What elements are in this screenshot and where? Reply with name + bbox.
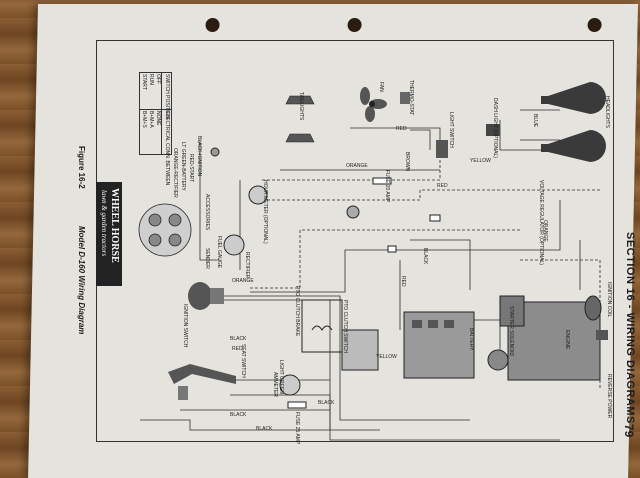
label-hour-meter: HOUR METER (OPTIONAL) xyxy=(262,180,268,244)
label-fuse-20: FUSE 20 AMP xyxy=(384,170,390,203)
ignition-switch-icon xyxy=(188,282,224,310)
wire-label-black: BLACK xyxy=(422,248,428,265)
label-starter-solenoid: STARTER SOLENOID xyxy=(508,306,514,357)
wire-label-black: BLACK xyxy=(318,400,335,406)
wire-label-red: RED xyxy=(396,126,407,132)
wire-label-black: BLACK xyxy=(230,336,247,342)
hour-meter-icon xyxy=(248,185,268,205)
label-ignition-coil: IGNITION COIL xyxy=(606,282,612,318)
label-pto-brake: PTO CLUTCH BRAKE xyxy=(294,286,300,337)
sender-icon xyxy=(346,205,360,219)
label-sender: SENDER xyxy=(204,248,210,269)
wire-label-orange: ORANGE xyxy=(346,163,368,169)
terminal-lt-green-battery: LT GREEN-BATTERY xyxy=(180,142,186,191)
label-fuel-gauge: FUEL GAUGE xyxy=(216,236,222,269)
wire-label-yellow: YELLOW xyxy=(470,158,491,164)
label-dash-light: DASH LIGHT (OPTIONAL) xyxy=(492,98,498,158)
wire-label-orange: ORANGE xyxy=(232,278,254,284)
fuse-20amp-icon xyxy=(372,177,392,185)
ignition-coil-icon xyxy=(584,295,602,321)
terminal-red-start: RED-START xyxy=(188,154,194,183)
pto-switch-icon xyxy=(341,329,379,371)
connector-icon xyxy=(429,214,441,222)
label-reverse-power: REVERSE POWER xyxy=(606,374,612,419)
label-taillights: TAILLIGHTS xyxy=(298,92,304,121)
wire-label-orange: ORANGE xyxy=(542,220,548,242)
fuel-gauge-icon xyxy=(223,234,245,256)
starter-solenoid-icon xyxy=(487,349,509,371)
wire-label-red: RED xyxy=(437,183,448,189)
brand-logo xyxy=(96,182,122,286)
label-pto-switch: PTO CLUTCH SWITCH xyxy=(342,300,348,353)
pto-clutch-box xyxy=(301,299,343,353)
fan-icon xyxy=(360,87,387,122)
label-ignition-switch: IGNITION SWITCH xyxy=(182,304,188,348)
label-light-switch: LIGHT SWITCH xyxy=(448,112,454,148)
label-thermostat: THERMO-STAT xyxy=(408,80,414,116)
label-accessories: ACCESSORIES xyxy=(204,194,210,231)
connector-icon xyxy=(387,245,397,253)
terminal-black-ignition: BLACK-IGNITION xyxy=(196,136,202,177)
label-engine: ENGINE xyxy=(564,330,570,350)
wire-label-black: BLACK xyxy=(256,426,273,432)
wire-label-red: RED xyxy=(400,276,406,287)
seat-plunger-icon xyxy=(178,386,188,400)
wire-label-yellow: YELLOW xyxy=(376,354,397,360)
label-headlights: HEADLIGHTS xyxy=(604,96,610,128)
pto-clutch-coil-icon xyxy=(311,325,333,331)
ignition-switch-detail xyxy=(138,203,192,257)
engine-icon xyxy=(499,295,608,381)
seat-switch-icon xyxy=(168,364,236,384)
headlight-icon xyxy=(541,82,606,162)
wire-label-blue: BLUE xyxy=(532,114,538,128)
ammeter-icon xyxy=(279,374,301,396)
label-rectifier: RECTIFIER xyxy=(244,252,250,279)
fuse-25amp-icon xyxy=(287,401,307,409)
wire-label-red: RED xyxy=(232,346,243,352)
wire-label-lt-green: LIGHT GREEN xyxy=(278,360,284,394)
thermostat-icon xyxy=(400,92,410,104)
label-fan: FAN xyxy=(378,82,384,92)
light-switch-icon xyxy=(436,140,448,158)
label-fuse-25: FUSE 25 AMP xyxy=(294,412,300,445)
wire-label-black: BLACK xyxy=(230,412,247,418)
wire-label-brown: BROWN xyxy=(404,152,410,172)
taillight-icon xyxy=(285,95,315,143)
label-battery: BATTERY xyxy=(468,328,474,351)
accessory-post-icon xyxy=(210,147,220,157)
dash-light-icon xyxy=(486,124,500,136)
wire-black xyxy=(222,299,560,441)
terminal-orange-rectifier: ORANGE-RECTIFIER xyxy=(172,148,178,198)
